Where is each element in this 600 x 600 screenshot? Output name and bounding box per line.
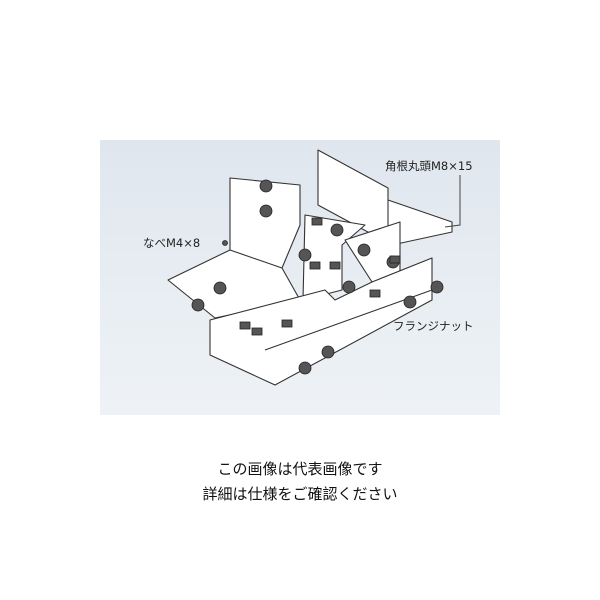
- caption-line-1: この画像は代表画像です: [217, 460, 383, 478]
- bolt: [369, 289, 381, 298]
- flange-nut: [213, 281, 227, 295]
- divider-plate: [317, 149, 453, 246]
- flange-nut: [357, 243, 371, 257]
- caption-line-2: 詳細は仕様をご確認ください: [202, 485, 398, 503]
- bolt: [329, 261, 341, 270]
- label-square-neck-bolt: 角根丸頭M8×15: [385, 159, 473, 173]
- bolt: [251, 327, 263, 336]
- bolt: [309, 261, 321, 270]
- flange-nut: [403, 295, 417, 309]
- flange-nut: [342, 280, 356, 294]
- flange-nut: [191, 298, 205, 312]
- bolt: [239, 321, 251, 330]
- label-pan-screw: なべM4×8: [143, 236, 201, 250]
- flange-nut: [298, 248, 312, 262]
- leader-line: [444, 175, 461, 228]
- label-flange-nut: フランジナット: [393, 319, 474, 333]
- flange-nut: [430, 280, 444, 294]
- center-wall: [302, 214, 366, 301]
- flange-nut: [259, 204, 273, 218]
- fasteners: [191, 179, 444, 375]
- bolt: [281, 319, 293, 328]
- flange-nut: [259, 179, 273, 193]
- pan-screw: [222, 240, 228, 246]
- bolt: [389, 255, 401, 264]
- flange-nut: [298, 361, 312, 375]
- flange-nut: [321, 345, 335, 359]
- flange-nut: [330, 223, 344, 237]
- bolt: [311, 217, 323, 226]
